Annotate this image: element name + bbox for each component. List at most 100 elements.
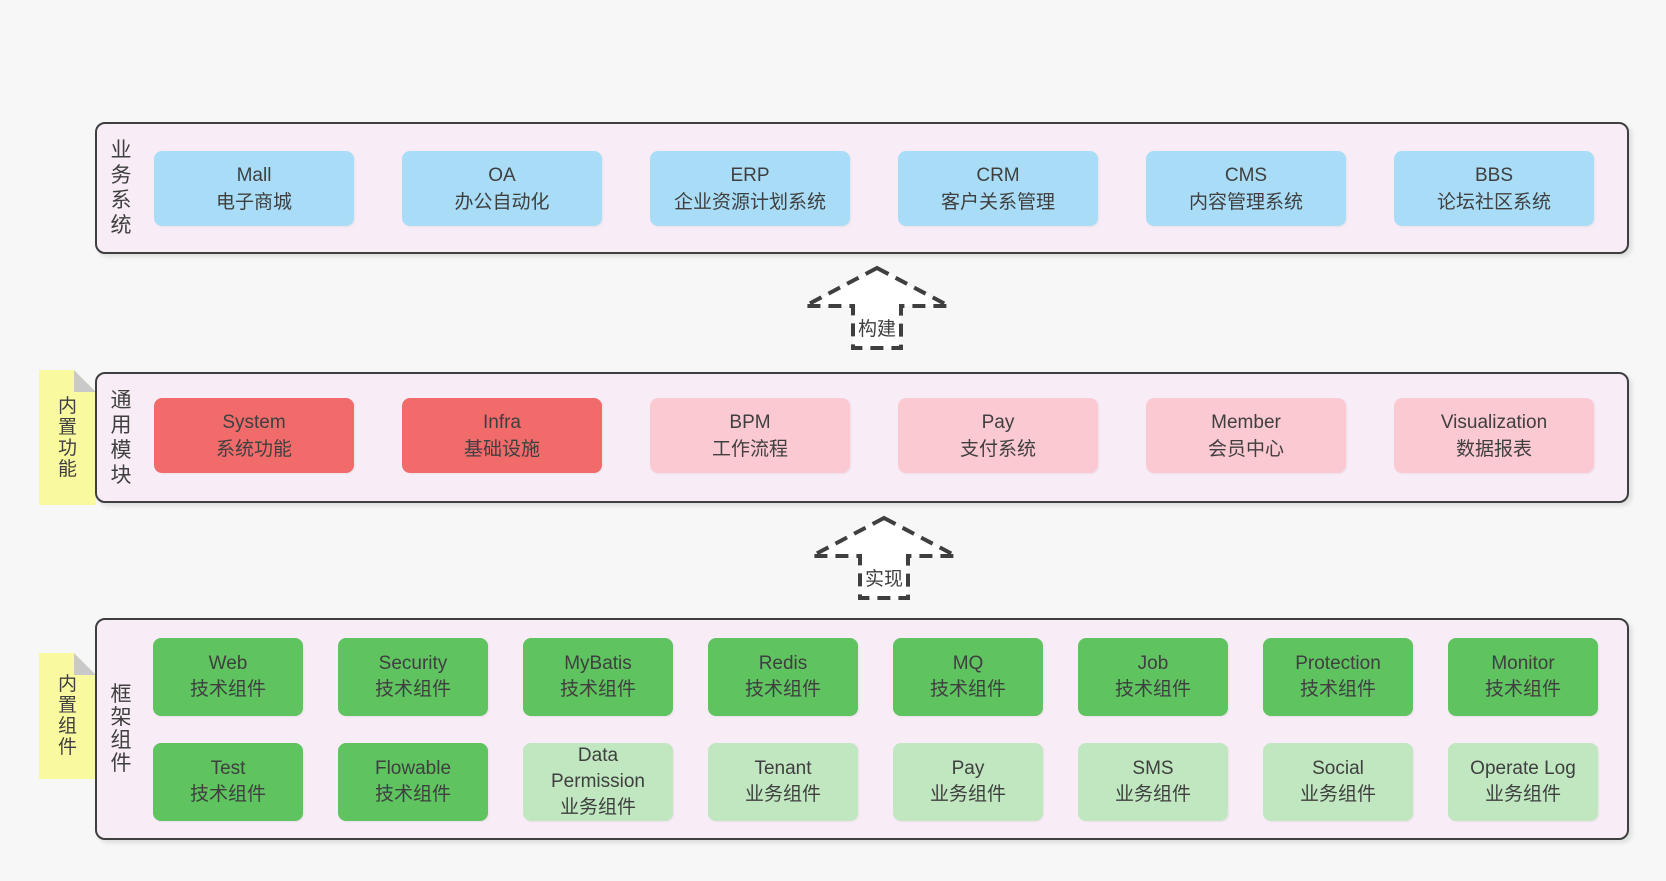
box-sms: SMS 业务组件 <box>1078 743 1228 821</box>
box-title: Infra <box>482 411 522 433</box>
box-mq: MQ 技术组件 <box>893 638 1043 716</box>
box-title: Test <box>210 758 246 779</box>
box-subtitle: 客户关系管理 <box>940 191 1055 213</box>
box-subtitle: 论坛社区系统 <box>1436 191 1551 213</box>
box-title: Security <box>378 653 448 674</box>
arrow-label: 构建 <box>856 314 898 341</box>
layer-label-text: 业务系统 <box>110 139 132 237</box>
block-arrow-up-icon <box>804 265 950 350</box>
box-title: Job <box>1137 653 1169 674</box>
box-mall: Mall 电子商城 <box>154 151 354 226</box>
box-subtitle: 技术组件 <box>1299 679 1376 700</box>
box-title: SMS <box>1132 758 1174 779</box>
box-title: Pay <box>951 758 985 779</box>
box-visualization: Visualization 数据报表 <box>1394 398 1594 473</box>
box-monitor: Monitor 技术组件 <box>1448 638 1598 716</box>
box-title: ERP <box>730 164 770 186</box>
box-subtitle: 企业资源计划系统 <box>673 191 826 213</box>
box-flowable: Flowable 技术组件 <box>338 743 488 821</box>
business-box-row: Mall 电子商城 OA 办公自动化 ERP 企业资源计划系统 CRM 客户关系… <box>154 151 1594 226</box>
box-web: Web 技术组件 <box>153 638 303 716</box>
common-modules-layer: 通用模块 System 系统功能 Infra 基础设施 BPM 工作流程 Pay… <box>95 372 1629 503</box>
framework-components-layer: 框架组件 Web 技术组件 Security 技术组件 MyBatis 技术组件… <box>95 618 1629 840</box>
box-subtitle: 业务组件 <box>1484 784 1561 805</box>
layer-label-text: 通用模块 <box>110 388 132 487</box>
box-subtitle: 业务组件 <box>559 797 636 818</box>
box-subtitle: 技术组件 <box>374 784 451 805</box>
layer-label-text: 框架组件 <box>110 683 132 775</box>
components-box-row-2: Test 技术组件 Flowable 技术组件 Data Permission … <box>153 743 1598 821</box>
box-title: Tenant <box>754 758 812 779</box>
layer-label-modules: 通用模块 <box>109 374 133 501</box>
box-title: Operate Log <box>1470 758 1576 779</box>
note-text: 内置功能 <box>57 395 77 480</box>
box-subtitle: 数据报表 <box>1455 438 1532 460</box>
box-subtitle: 技术组件 <box>1114 679 1191 700</box>
box-security: Security 技术组件 <box>338 638 488 716</box>
layer-label-business: 业务系统 <box>109 124 133 252</box>
box-title: CRM <box>976 164 1020 186</box>
box-subtitle: 支付系统 <box>959 438 1036 460</box>
arrow-label: 实现 <box>863 564 905 591</box>
folded-corner-icon <box>74 370 96 392</box>
sticky-note-builtin-features: 内置功能 <box>39 370 96 505</box>
box-bbs: BBS 论坛社区系统 <box>1394 151 1594 226</box>
box-subtitle: 基础设施 <box>463 438 540 460</box>
box-title: Data Permission <box>551 745 645 792</box>
box-title: CMS <box>1224 164 1268 186</box>
box-subtitle: 业务组件 <box>744 784 821 805</box>
box-title: BBS <box>1474 164 1514 186</box>
components-box-row-1: Web 技术组件 Security 技术组件 MyBatis 技术组件 Redi… <box>153 638 1598 716</box>
box-subtitle: 业务组件 <box>1114 784 1191 805</box>
box-test: Test 技术组件 <box>153 743 303 821</box>
box-crm: CRM 客户关系管理 <box>898 151 1098 226</box>
box-subtitle: 会员中心 <box>1207 438 1284 460</box>
box-operate-log: Operate Log 业务组件 <box>1448 743 1598 821</box>
box-cms: CMS 内容管理系统 <box>1146 151 1346 226</box>
box-subtitle: 技术组件 <box>559 679 636 700</box>
box-subtitle: 内容管理系统 <box>1188 191 1303 213</box>
box-title: MQ <box>952 653 984 674</box>
build-arrow: 构建 <box>797 264 957 352</box>
box-subtitle: 技术组件 <box>189 679 266 700</box>
box-subtitle: 电子商城 <box>215 191 292 213</box>
box-infra: Infra 基础设施 <box>402 398 602 473</box>
box-subtitle: 系统功能 <box>215 438 292 460</box>
box-subtitle: 技术组件 <box>189 784 266 805</box>
box-social: Social 业务组件 <box>1263 743 1413 821</box>
block-arrow-up-icon <box>811 515 957 600</box>
box-pay-biz: Pay 业务组件 <box>893 743 1043 821</box>
box-title: Redis <box>758 653 808 674</box>
box-subtitle: 技术组件 <box>929 679 1006 700</box>
box-title: OA <box>488 164 516 186</box>
box-subtitle: 办公自动化 <box>454 191 550 213</box>
box-redis: Redis 技术组件 <box>708 638 858 716</box>
box-title: Flowable <box>374 758 452 779</box>
box-subtitle: 工作流程 <box>711 438 788 460</box>
note-text: 内置组件 <box>57 674 77 758</box>
box-pay: Pay 支付系统 <box>898 398 1098 473</box>
box-title: Protection <box>1295 653 1381 674</box>
implement-arrow: 实现 <box>804 514 964 602</box>
box-erp: ERP 企业资源计划系统 <box>650 151 850 226</box>
modules-box-row: System 系统功能 Infra 基础设施 BPM 工作流程 Pay 支付系统… <box>154 398 1594 473</box>
box-title: Pay <box>981 411 1015 433</box>
box-tenant: Tenant 业务组件 <box>708 743 858 821</box>
sticky-note-builtin-components: 内置组件 <box>39 653 96 779</box>
box-subtitle: 技术组件 <box>1484 679 1561 700</box>
box-title: Web <box>208 653 248 674</box>
box-subtitle: 业务组件 <box>1299 784 1376 805</box>
box-title: MyBatis <box>564 653 632 674</box>
box-title: Member <box>1211 411 1281 433</box>
box-data-permission: Data Permission 业务组件 <box>523 743 673 821</box>
box-job: Job 技术组件 <box>1078 638 1228 716</box>
box-title: Monitor <box>1491 653 1555 674</box>
box-mybatis: MyBatis 技术组件 <box>523 638 673 716</box>
box-subtitle: 技术组件 <box>374 679 451 700</box>
box-member: Member 会员中心 <box>1146 398 1346 473</box>
box-title: BPM <box>729 411 771 433</box>
box-subtitle: 业务组件 <box>929 784 1006 805</box>
folded-corner-icon <box>74 653 96 675</box>
box-system: System 系统功能 <box>154 398 354 473</box>
